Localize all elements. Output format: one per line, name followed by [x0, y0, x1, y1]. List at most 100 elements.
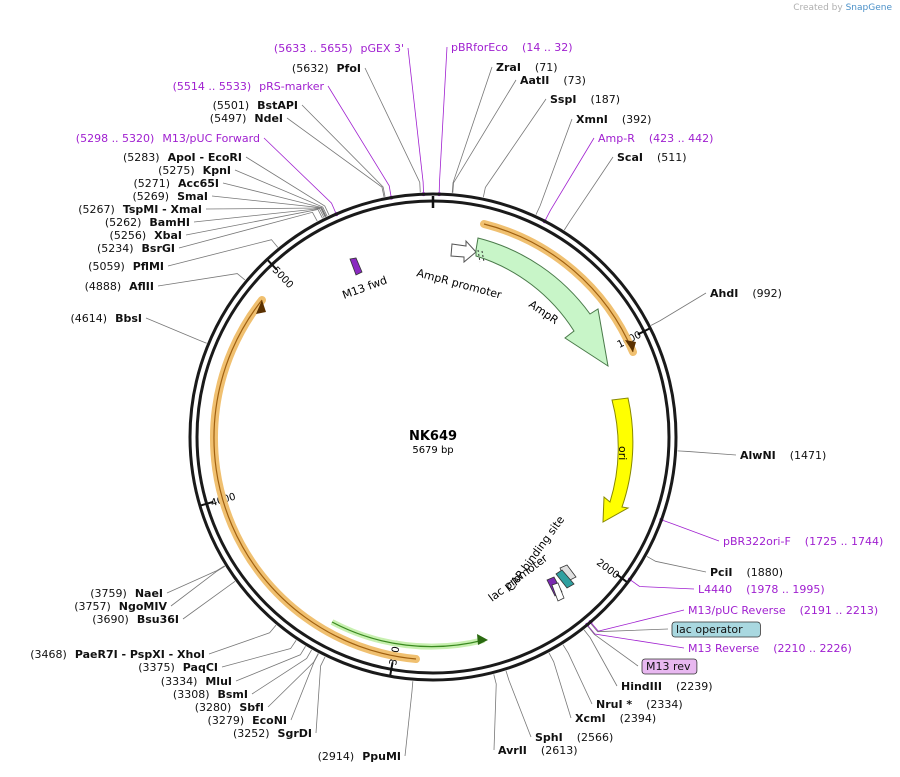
site-xbai: (5256)XbaI	[110, 229, 182, 242]
label-text: (5271)Acc65I	[133, 177, 219, 190]
site-hindiii: HindIII(2239)	[621, 680, 713, 693]
site-pfoi: (5632)PfoI	[292, 62, 361, 75]
label-text: (3280)SbfI	[195, 701, 264, 714]
leader-line	[646, 556, 707, 573]
site-lac-operator: lac operator	[671, 621, 761, 638]
label-text: (4614)BbsI	[71, 312, 142, 325]
label-text: (3252)SgrDI	[233, 727, 312, 740]
label-text: (3690)Bsu36I	[92, 613, 179, 626]
site-kpni: (5275)KpnI	[158, 164, 231, 177]
leader-line	[185, 208, 323, 236]
leader-line	[267, 653, 319, 708]
site-bbsi: (4614)BbsI	[71, 312, 142, 325]
tick-label: 2000	[594, 557, 621, 581]
leader-line	[493, 674, 497, 751]
ampr-orange-line	[483, 223, 634, 353]
leader-line	[548, 652, 572, 719]
leader-line	[451, 66, 493, 193]
leader-line	[677, 450, 737, 456]
boxed-label: M13 rev	[646, 660, 691, 673]
site-bsu36i: (3690)Bsu36I	[92, 613, 179, 626]
label-box	[671, 621, 761, 638]
site-sspi: SspI(187)	[550, 93, 620, 106]
label-text: (5059)PflMI	[88, 260, 164, 273]
leader-line	[193, 208, 325, 223]
leader-line	[208, 624, 277, 655]
label-text: XmnI(392)	[576, 113, 651, 126]
label-text: (5501)BstAPI	[213, 99, 298, 112]
m13-fwd-label: M13 fwd	[341, 274, 389, 302]
label-text: pBR322ori-F(1725 .. 1744)	[723, 535, 883, 548]
site-bstapi: (5501)BstAPI	[213, 99, 298, 112]
m13-fwd-primer-mark	[349, 257, 363, 276]
site-pflmi: (5059)PflMI	[88, 260, 164, 273]
label-text: (3334)MluI	[161, 675, 232, 688]
leader-line	[663, 520, 720, 542]
leader-line	[166, 565, 225, 594]
leader-line	[205, 207, 326, 218]
label-text: (3468)PaeR7I - PspXI - XhoI	[30, 648, 205, 661]
tick-mark	[267, 259, 278, 271]
leader-line	[157, 273, 246, 287]
left-orange-line	[213, 299, 417, 660]
leader-line	[588, 626, 685, 649]
leader-line	[590, 623, 669, 633]
tick-mark	[637, 327, 650, 336]
leader-line	[562, 644, 593, 705]
site-pcii: PciI(1880)	[710, 566, 783, 579]
leader-line	[170, 565, 226, 607]
ampr-promoter-label: AmpR promoter	[415, 266, 503, 301]
leader-line	[251, 649, 312, 695]
leader-line	[290, 653, 319, 721]
bottom-green-line	[331, 621, 485, 648]
site-xcmi: XcmI(2394)	[575, 712, 656, 725]
site-m13-reverse: M13 Reverse(2210 .. 2226)	[688, 642, 852, 655]
leader-line	[407, 47, 424, 193]
leader-line	[222, 182, 327, 217]
leader-line	[482, 98, 547, 198]
leader-line	[438, 46, 448, 193]
label-text: (3308)BsmI	[173, 688, 248, 701]
site-paer7i-pspxi-xhoi: (3468)PaeR7I - PspXI - XhoI	[30, 648, 205, 661]
label-text: ZraI(71)	[496, 61, 558, 74]
site-econi: (3279)EcoNI	[208, 714, 287, 727]
credit-prefix: Created by	[793, 3, 843, 13]
site-scai: ScaI(511)	[617, 151, 687, 164]
label-text: (5633 .. 5655)pGEX 3'	[274, 42, 404, 55]
label-text: SphI(2566)	[535, 731, 613, 744]
plasmid-name: NK649	[409, 429, 457, 444]
leader-line	[545, 137, 595, 220]
leader-line	[167, 239, 279, 267]
site-bamhi: (5262)BamHI	[105, 216, 190, 229]
leader-line	[631, 580, 695, 590]
site-paqci: (3375)PaqCI	[138, 661, 218, 674]
site-pbr322ori-f: pBR322ori-F(1725 .. 1744)	[723, 535, 883, 548]
label-text: PciI(1880)	[710, 566, 783, 579]
leader-line	[182, 580, 236, 620]
boxed-label: lac operator	[676, 623, 743, 636]
site-labels: pBRforEco(14 .. 32) ZraI(71)AatII(73) SspI…	[30, 41, 883, 763]
bottom-band-arrowhead	[477, 634, 488, 645]
site-zrai: ZraI(71)	[496, 61, 558, 74]
snapgene-credit: Created by SnapGene	[793, 3, 892, 13]
ampr-band-arrowhead	[625, 340, 636, 352]
ori-label: ori	[616, 446, 629, 460]
site-aatii: AatII(73)	[520, 74, 586, 87]
leader-line	[245, 156, 330, 216]
site-ngomiv: (3757)NgoMIV	[74, 600, 167, 613]
leader-line	[211, 195, 326, 217]
leader-line	[315, 656, 326, 734]
tick-mark	[200, 500, 214, 507]
site-pgex-3-: (5633 .. 5655)pGEX 3'	[274, 42, 404, 55]
backbone-outer-ring	[188, 192, 678, 682]
label-text: pBRforEco(14 .. 32)	[451, 41, 573, 54]
site-sbfi: (3280)SbfI	[195, 701, 264, 714]
label-text: (5275)KpnI	[158, 164, 231, 177]
label-text: (3279)EcoNI	[208, 714, 287, 727]
site-l4440: L4440(1978 .. 1995)	[698, 583, 825, 596]
leader-line	[452, 79, 517, 193]
site-pbrforeco: pBRforEco(14 .. 32)	[451, 41, 573, 54]
label-leaders	[145, 46, 737, 757]
label-text: (5262)BamHI	[105, 216, 190, 229]
